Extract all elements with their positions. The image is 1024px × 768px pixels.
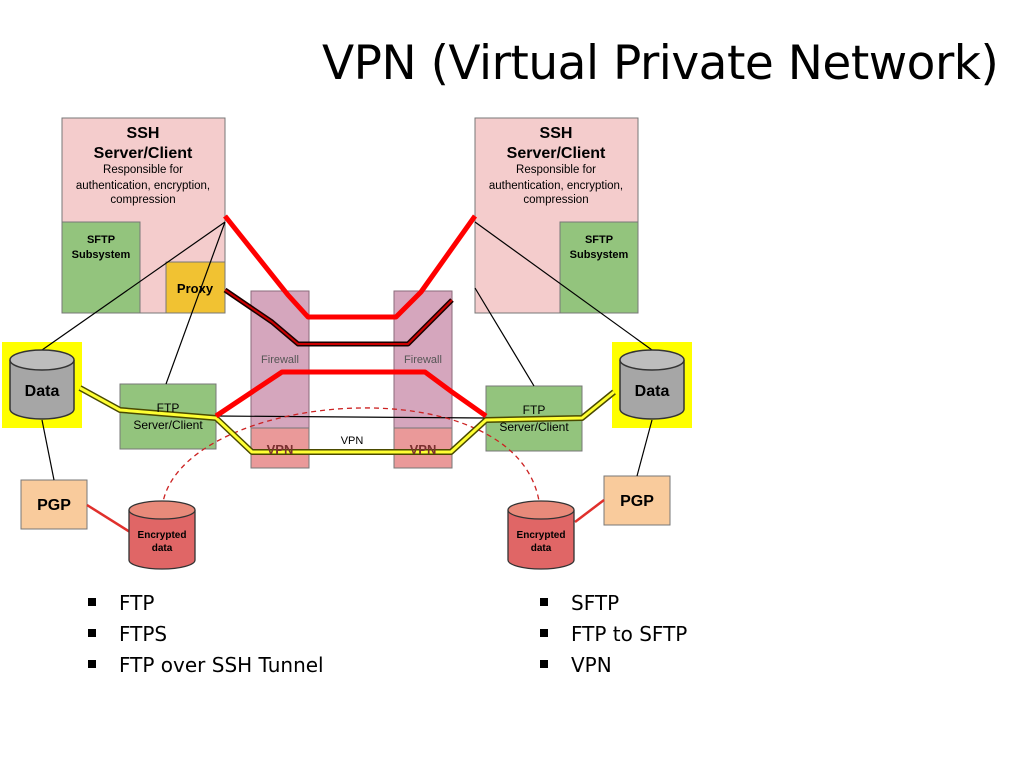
data-right-label: Data [635, 383, 670, 400]
encrypted-transfer-arc [161, 407, 541, 509]
proxy-label: Proxy [177, 281, 214, 296]
firewall-left-label: Firewall [261, 354, 299, 366]
ssh-tunnel-upper [223, 214, 478, 320]
pgp-box-left [20, 479, 88, 530]
sftp-box-left [61, 221, 141, 314]
encrypted-left-label-1: Encrypted [138, 530, 187, 541]
encrypted-left-label-2: data [152, 543, 173, 554]
sftp-right-label-1: SFTP [585, 234, 613, 246]
sftp-left-label-1: SFTP [87, 234, 115, 246]
encrypted-right-label-1: Encrypted [517, 530, 566, 541]
ssh-left-desc-2: authentication, encryption, [76, 180, 210, 192]
sftp-left-label-2: Subsystem [72, 249, 131, 261]
encrypted-cylinder-left [128, 500, 196, 570]
data-left-label: Data [25, 383, 60, 400]
bullet-item: FTP to SFTP [538, 619, 687, 650]
ssh-left-desc-1: Responsible for [103, 164, 183, 176]
vpn-right-label: VPN [410, 442, 437, 457]
bullet-item: VPN [538, 650, 687, 681]
ftp-left-label-2: Server/Client [133, 418, 203, 432]
vpn-left-label: VPN [267, 442, 294, 457]
ssh-right-desc-1: Responsible for [516, 164, 596, 176]
pgp-left-label: PGP [37, 497, 71, 514]
ftp-right-label-2: Server/Client [499, 420, 569, 434]
ssh-left-title-2: Server/Client [94, 145, 193, 162]
vpn-tunnel-yellow [79, 386, 615, 454]
data-cylinder-right [619, 349, 685, 420]
bullet-list-right: SFTP FTP to SFTP VPN [538, 588, 687, 681]
data-cylinder-left [9, 349, 75, 420]
bullet-item: FTP [86, 588, 324, 619]
ssh-right-desc-2: authentication, encryption, [489, 180, 623, 192]
pgp-encrypted-link-right [574, 499, 605, 523]
firewall-right-label: Firewall [404, 354, 442, 366]
sftp-right-label-2: Subsystem [570, 249, 629, 261]
ssh-left-title-1: SSH [127, 125, 160, 142]
proxy-box [165, 261, 226, 314]
vpn-link-label: VPN [341, 435, 364, 447]
ssh-right-desc-3: compression [523, 194, 588, 206]
bullet-item: FTPS [86, 619, 324, 650]
pgp-encrypted-link-left [86, 503, 131, 534]
bullet-item: FTP over SSH Tunnel [86, 650, 324, 681]
sftp-box-right [559, 221, 639, 314]
bullet-list-left: FTP FTPS FTP over SSH Tunnel [86, 588, 324, 681]
encrypted-right-label-2: data [531, 543, 552, 554]
ftp-left-label-1: FTP [157, 401, 180, 415]
ftp-right-label-1: FTP [523, 403, 546, 417]
encrypted-cylinder-right [507, 500, 575, 570]
vpn-box-right [393, 427, 453, 469]
ssh-left-desc-3: compression [110, 194, 175, 206]
ssh-right-title-2: Server/Client [507, 145, 606, 162]
slide-title: VPN (Virtual Private Network) [322, 36, 999, 91]
ssh-right-title-1: SSH [540, 125, 573, 142]
pgp-right-label: PGP [620, 493, 654, 510]
ftp-tunnel-red [214, 369, 488, 419]
connector-lines [41, 221, 653, 481]
bullet-item: SFTP [538, 588, 687, 619]
proxy-tunnel-red [224, 289, 453, 345]
